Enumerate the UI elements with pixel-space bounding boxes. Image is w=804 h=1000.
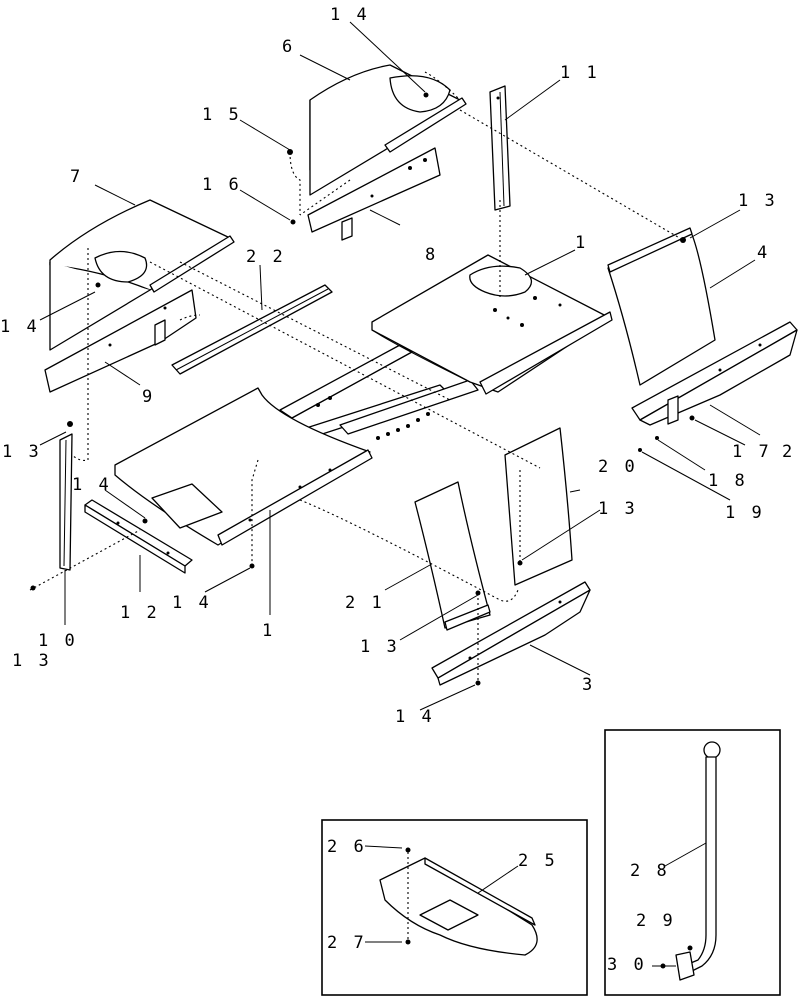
- callout-22: 2 2: [246, 247, 286, 267]
- callout-26: 2 6: [327, 837, 367, 857]
- callout-14-top: 1 4: [330, 5, 370, 25]
- callout-28: 2 8: [630, 861, 670, 881]
- callout-4: 4: [757, 243, 770, 263]
- callout-3: 3: [582, 675, 595, 695]
- callout-7: 7: [70, 167, 83, 187]
- floor-pan-rear: [371, 254, 613, 395]
- assembly-lines: [29, 71, 684, 683]
- callout-8: 8: [425, 245, 438, 265]
- bracket-8: [307, 147, 441, 241]
- callout-13-mid: 1 3: [598, 499, 638, 519]
- frame-rails: [279, 344, 479, 440]
- panel-21: [414, 481, 491, 631]
- callouts: 1 4 6 1 1 1 5 1 6 7 1 3 8 1 2 2 4 1 4 9 …: [0, 5, 795, 727]
- callout-17: 1 7: [732, 442, 772, 462]
- panel-4: [607, 227, 716, 386]
- callout-13-left: 1 3: [2, 442, 42, 462]
- post-10: [59, 433, 73, 571]
- callout-9: 9: [142, 387, 155, 407]
- callout-16: 1 6: [202, 175, 242, 195]
- callout-14-bottom: 1 4: [395, 707, 435, 727]
- fender-6: [309, 64, 467, 196]
- callout-6: 6: [282, 37, 295, 57]
- inset-handle-28: 2 8 2 9 3 0: [604, 729, 781, 996]
- callout-15: 1 5: [202, 105, 242, 125]
- bar-12: [84, 499, 193, 574]
- callout-12: 1 2: [120, 603, 160, 623]
- callout-11: 1 1: [560, 63, 600, 83]
- callout-10: 1 0: [38, 631, 78, 651]
- callout-20: 2 0: [598, 457, 638, 477]
- callout-14-center: 1 4: [172, 593, 212, 613]
- callout-19: 1 9: [725, 503, 765, 523]
- fender-7: [49, 199, 235, 351]
- callout-13-bottom-left: 1 3: [12, 651, 52, 671]
- callout-29: 2 9: [636, 911, 676, 931]
- callout-18: 1 8: [708, 471, 748, 491]
- panel-20: [504, 427, 573, 586]
- callout-1-front: 1: [262, 621, 275, 641]
- strip-22: [171, 284, 333, 375]
- callout-13-right-top: 1 3: [738, 191, 778, 211]
- hardware: [30, 149, 659, 686]
- rail-3: [431, 581, 591, 686]
- callout-2: 2: [782, 442, 795, 462]
- callout-1-rear: 1: [575, 233, 588, 253]
- callout-30: 3 0: [607, 955, 647, 975]
- floor-pan-front: [114, 387, 373, 546]
- post-11: [489, 85, 511, 211]
- callout-21: 2 1: [345, 593, 385, 613]
- callout-14-mid-left: 1 4: [72, 475, 112, 495]
- rail-2: [631, 321, 798, 426]
- callout-14-left: 1 4: [0, 317, 40, 337]
- bracket-9: [44, 289, 197, 393]
- callout-13-lower: 1 3: [360, 637, 400, 657]
- callout-25: 2 5: [518, 851, 558, 871]
- leader-lines: [39, 21, 761, 711]
- callout-27: 2 7: [327, 933, 367, 953]
- inset-panel-25: 2 6 2 5 2 7: [321, 819, 588, 996]
